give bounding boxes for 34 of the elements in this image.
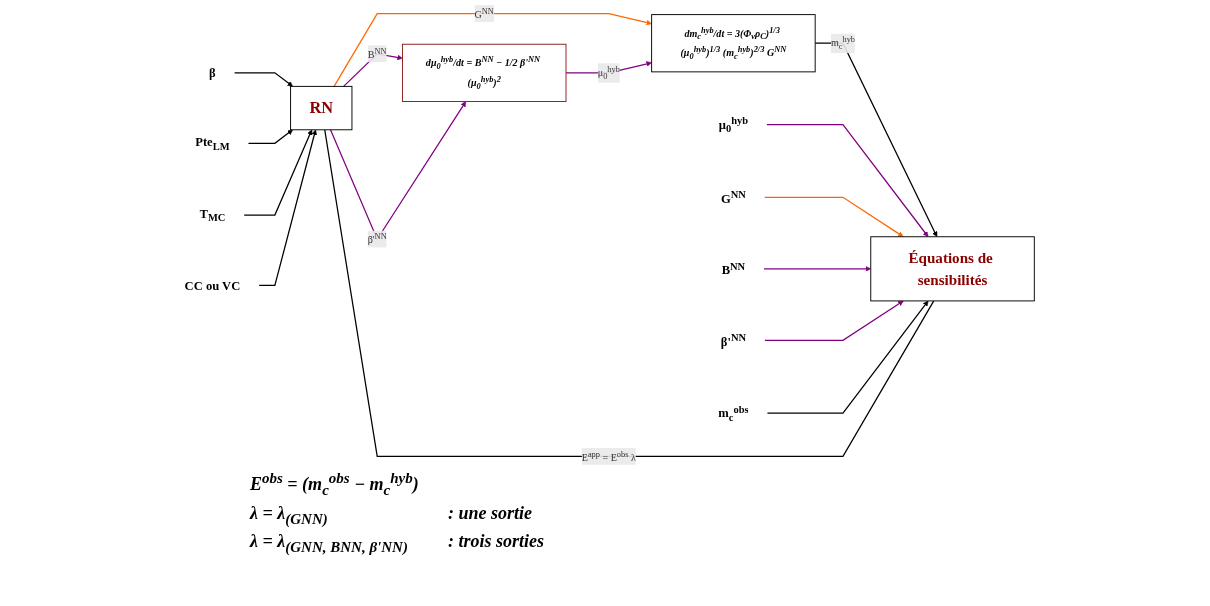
node-box: RN [290,85,353,131]
arrow [343,53,403,87]
formula-note: : trois sorties [447,531,544,554]
arrow [763,266,871,272]
node-text: CC ou VC [184,278,241,293]
edge-label: B$^{NN}$ [367,46,387,60]
arrow [814,42,938,237]
arrow [247,129,293,144]
arrow [766,300,929,414]
arrow [243,129,313,216]
edge-label: E$^{app}$ = E$^{obs}$ λ [581,449,636,463]
arrow [764,300,904,341]
node-text: β [209,65,216,80]
node-box: Équations de sensibilités [870,236,1035,302]
node-text: T$_{MC}$ [199,206,226,224]
arrow [764,196,904,237]
formula-note: λ = λ$_{(GNN)}$ [250,502,329,528]
node-text: β'$^{NN}$ [720,331,747,349]
edge-label: β'$^{NN}$ [367,231,387,246]
formula-note: : une sortie [447,502,533,525]
formula-note: E$^{obs}$ = (m$_{c}$$^{obs}$ − m$_{c}$$^{hyb}$) [250,470,420,499]
arrow [258,129,317,287]
node-text: B$^{NN}$ [721,260,746,277]
node-text: Pte$_{LM}$ [195,135,230,153]
arrow [766,123,929,237]
edge-label: G$^{NN}$ [474,6,494,20]
node-box: dm$_{c}$$^{hyb}$/dt = 3(Φ$_{v}$ρ$_{C}$)$^{1/3}$ (μ$_{0}$$^{hyb}$)$^{1/3}$ (m$_{c}$$^{hyb}$)$^{2/3}$ G$^{NN}$ [651,14,816,73]
node-text: G$^{NN}$ [720,188,746,206]
node-box: dμ$_{0}$$^{hyb}$/dt = B$^{NN}$ − 1/2 β'$^{NN}$ (μ$_{0}$$^{hyb}$)$^{2}$ [402,43,567,102]
arrow [565,61,652,74]
formula-note: λ = λ$_{(GNN, BNN, β'NN)}$ [250,531,408,556]
connector [324,129,935,457]
arrow [233,72,293,87]
arrow [333,13,652,87]
